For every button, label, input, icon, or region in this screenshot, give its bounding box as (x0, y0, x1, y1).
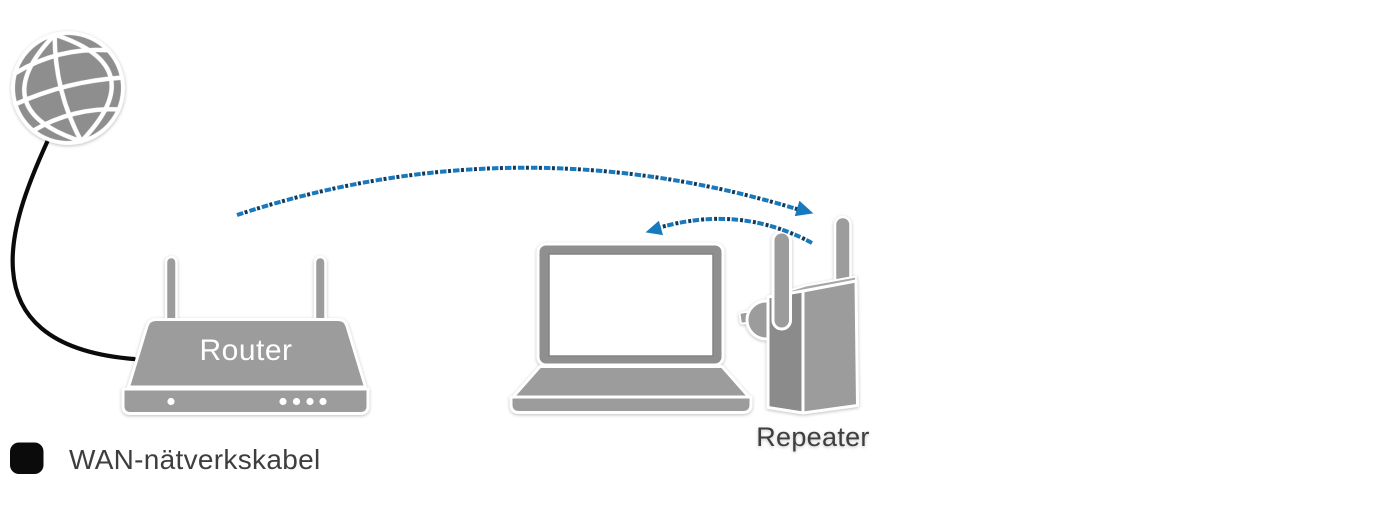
internet-globe-icon (11, 31, 125, 145)
laptop-base (509, 395, 753, 414)
repeater-body-front (801, 279, 859, 415)
legend-label: WAN-nätverkskabel (69, 444, 320, 475)
arrowhead-icon (794, 200, 814, 217)
globe-parallel-middle (13, 75, 125, 107)
router-led-dot (279, 397, 287, 406)
router-led-dot (319, 397, 327, 406)
globe-parallel-top (12, 47, 111, 76)
wifi-arc-underlay (657, 216, 813, 245)
globe-parallel-bottom (31, 106, 121, 133)
wifi-link-repeater-laptop (645, 216, 813, 245)
router-led-dot (292, 397, 301, 406)
laptop-screen (548, 253, 714, 357)
laptop-keyboard-deck (511, 365, 751, 399)
router-led-dot (306, 397, 314, 406)
wifi-link-router-repeater (236, 165, 814, 217)
router-body (127, 318, 367, 389)
legend: WAN-nätverkskabel (10, 442, 320, 475)
wan-cable-swatch (10, 442, 44, 474)
repeater-antenna-left (771, 230, 792, 331)
router-label: Router (199, 334, 292, 367)
router-led-dot (167, 397, 175, 406)
repeater-label: Repeater (756, 422, 869, 452)
repeater-icon: Repeater (738, 215, 869, 452)
wifi-arc-underlay (236, 165, 801, 217)
router-front-panel (121, 387, 370, 415)
wifi-arc (236, 165, 801, 217)
router-icon: Router (121, 255, 370, 415)
laptop-icon (509, 242, 753, 414)
arrowhead-icon (645, 220, 663, 236)
wan-cable (10, 137, 137, 362)
wifi-arc (657, 216, 813, 245)
